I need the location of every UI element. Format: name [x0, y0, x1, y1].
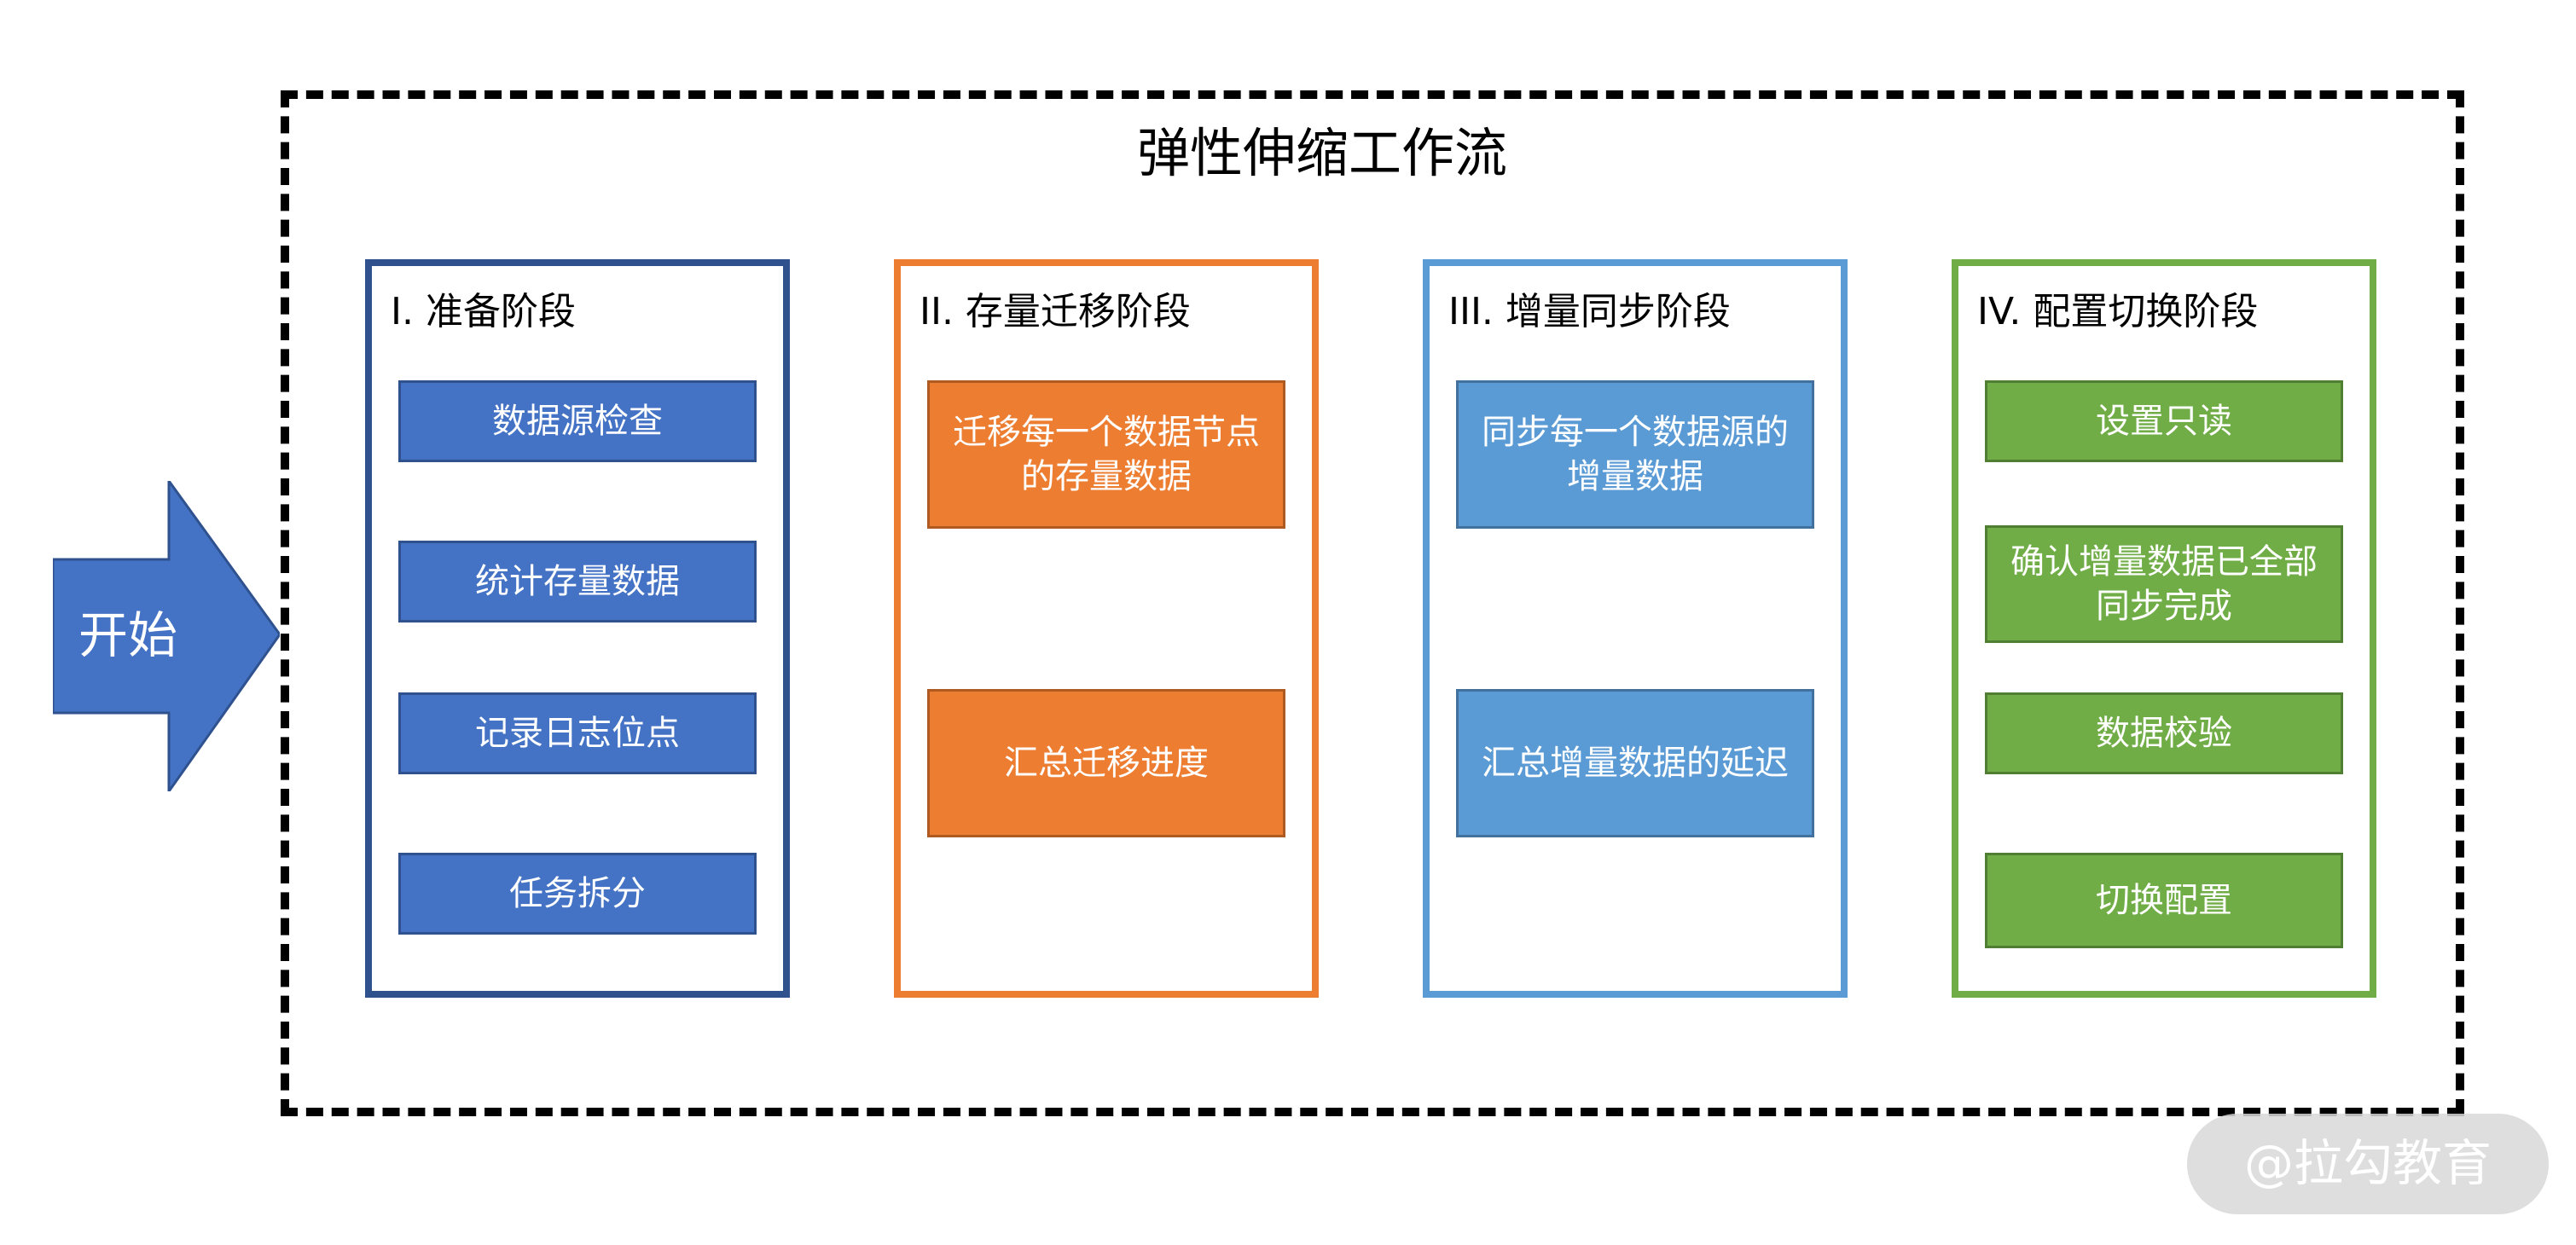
step-sync-incremental-data: 同步每一个数据源的增量数据 [1456, 380, 1814, 529]
step-label: 切换配置 [2096, 881, 2232, 920]
phase-config-switch: IV. 配置切换阶段 设置只读 确认增量数据已全部同步完成 数据校验 切换配置 [1952, 259, 2376, 998]
step-label: 迁移每一个数据节点的存量数据 [953, 413, 1260, 496]
workflow-frame [281, 90, 2464, 1116]
step-data-source-check: 数据源检查 [398, 380, 757, 462]
phase-title: III. 增量同步阶段 [1448, 290, 1731, 333]
step-switch-config: 切换配置 [1985, 853, 2343, 948]
workflow-title: 弹性伸缩工作流 [1136, 122, 1507, 184]
step-task-split: 任务拆分 [398, 853, 757, 935]
step-label: 确认增量数据已全部同步完成 [2010, 542, 2318, 626]
step-migrate-stock-data: 迁移每一个数据节点的存量数据 [927, 380, 1285, 529]
step-label: 数据校验 [2096, 714, 2232, 753]
step-label: 设置只读 [2096, 402, 2232, 441]
phase-title: I. 准备阶段 [391, 290, 576, 333]
step-label: 任务拆分 [509, 874, 646, 913]
start-arrow-icon [53, 481, 280, 791]
phase-stock-migration: II. 存量迁移阶段 迁移每一个数据节点的存量数据 汇总迁移进度 [894, 259, 1319, 998]
step-log-position: 记录日志位点 [398, 692, 757, 774]
phase-title: II. 存量迁移阶段 [920, 290, 1191, 333]
step-incremental-delay: 汇总增量数据的延迟 [1456, 689, 1814, 837]
step-label: 数据源检查 [492, 402, 663, 441]
step-migration-progress: 汇总迁移进度 [927, 689, 1285, 837]
phase-incremental-sync: III. 增量同步阶段 同步每一个数据源的增量数据 汇总增量数据的延迟 [1423, 259, 1848, 998]
step-set-readonly: 设置只读 [1985, 380, 2343, 462]
step-label: 汇总迁移进度 [1004, 744, 1209, 783]
step-label: 记录日志位点 [475, 714, 680, 753]
step-confirm-sync-complete: 确认增量数据已全部同步完成 [1985, 525, 2343, 643]
step-label: 统计存量数据 [475, 562, 680, 601]
watermark-text: @拉勾教育 [2243, 1134, 2492, 1192]
step-data-verification: 数据校验 [1985, 692, 2343, 774]
phase-title: IV. 配置切换阶段 [1977, 290, 2259, 333]
step-label: 同步每一个数据源的增量数据 [1482, 413, 1789, 496]
step-label: 汇总增量数据的延迟 [1482, 744, 1789, 783]
start-label: 开始 [78, 606, 178, 664]
watermark-badge [2187, 1114, 2549, 1214]
phase-preparation: I. 准备阶段 数据源检查 统计存量数据 记录日志位点 任务拆分 [365, 259, 790, 998]
step-stock-statistics: 统计存量数据 [398, 541, 757, 622]
